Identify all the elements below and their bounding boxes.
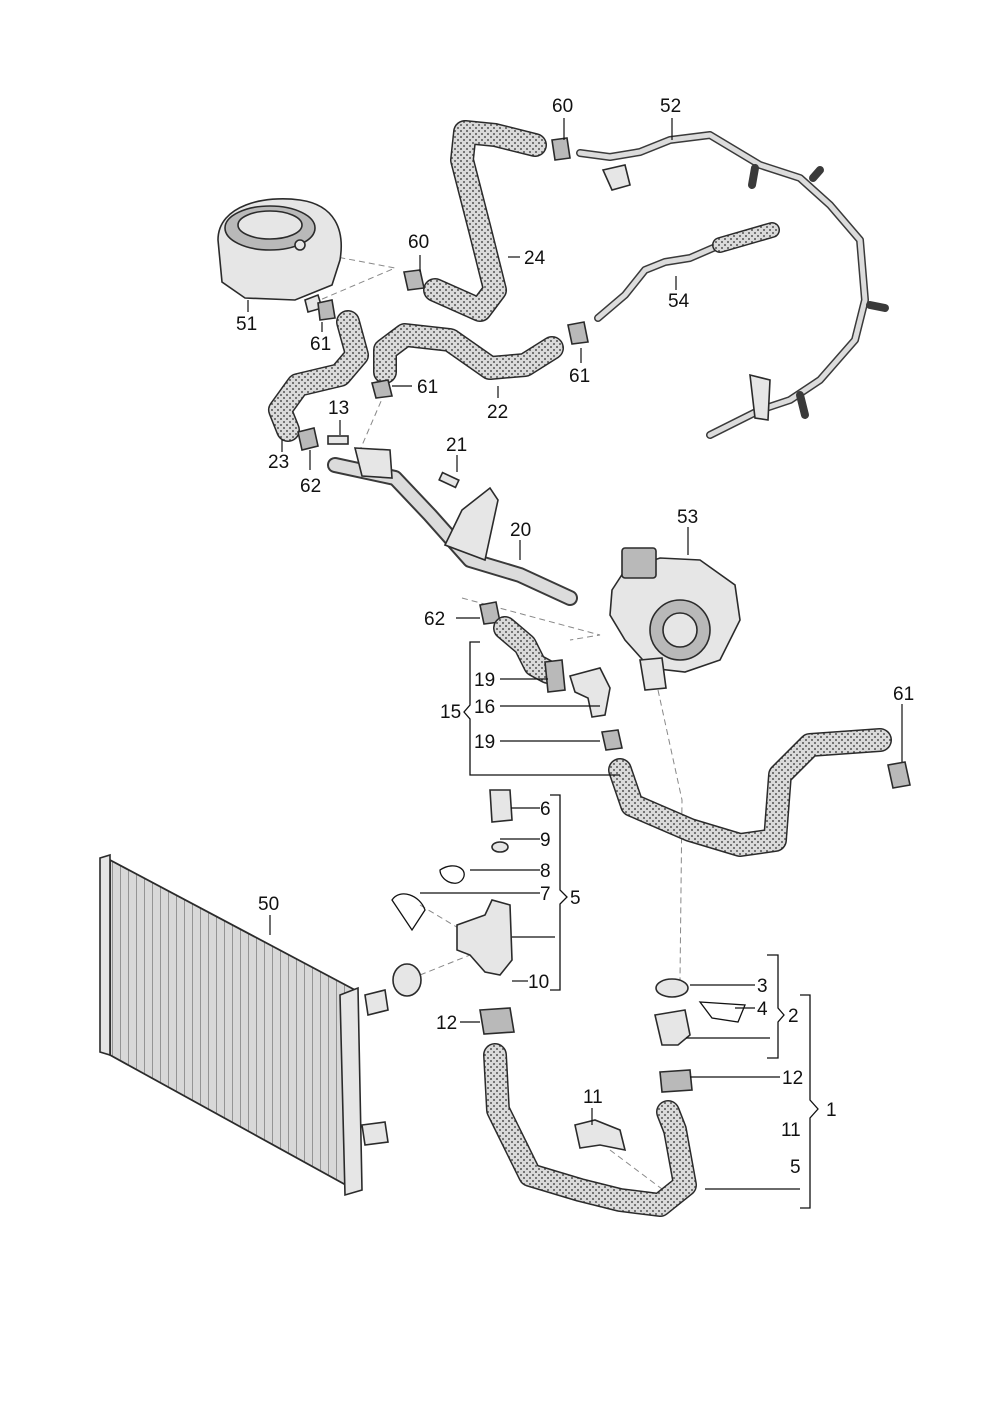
part-20-coolant-pipe [327,447,578,606]
callout-3: 3 [757,976,768,997]
callout-19: 19 [474,732,495,753]
callout-10: 10 [528,972,549,993]
part-54-coolant-pipe [594,222,780,322]
callout-7: 7 [540,884,551,905]
callout-1: 1 [826,1100,837,1121]
callout-62: 62 [424,609,445,630]
callout-16: 16 [474,697,495,718]
callout-11: 11 [583,1087,603,1108]
callout-5: 5 [790,1157,801,1178]
right-connector-parts [654,978,746,1093]
callout-21: 21 [446,435,467,456]
part-15-hose-assembly [493,616,623,751]
callout-9: 9 [540,830,551,851]
callout-62: 62 [300,476,321,497]
callout-54: 54 [668,291,690,312]
part-22-coolant-hose [373,323,564,384]
callout-50: 50 [258,894,279,915]
callout-5: 5 [570,888,581,909]
part-24-coolant-hose [423,120,547,322]
callout-60: 60 [552,96,573,117]
callout-2: 2 [788,1006,799,1027]
part-51-expansion-tank [217,198,342,313]
lower-coolant-hose [483,1043,697,1217]
group-brackets [463,641,819,1209]
hose-clamps [297,137,911,789]
callout-23: 23 [268,452,289,473]
part-23-coolant-hose [268,310,369,442]
leader-lines [247,118,903,1190]
part-50-radiator [99,853,389,1197]
sensor-flange-parts [391,789,515,1035]
callout-24: 24 [524,248,546,269]
callout-12: 12 [782,1068,803,1089]
callout-8: 8 [540,861,551,882]
callout-19: 19 [474,670,495,691]
coolant-hose-right [608,728,892,857]
callout-11: 11 [781,1120,801,1141]
callout-52: 52 [660,96,681,117]
callout-61: 61 [310,334,331,355]
callout-13: 13 [328,398,349,419]
bolts [327,435,460,489]
callout-61: 61 [417,377,438,398]
callout-labels: 60 52 60 24 51 61 54 61 61 13 22 23 62 2… [236,96,914,1178]
callout-60: 60 [408,232,429,253]
callout-61: 61 [569,366,590,387]
part-52-coolant-pipe [576,131,889,439]
callout-12: 12 [436,1013,457,1034]
callout-15: 15 [440,702,461,723]
callout-20: 20 [510,520,531,541]
callout-53: 53 [677,507,698,528]
part-53-thermostat-housing [609,547,741,691]
callout-51: 51 [236,314,257,335]
callout-6: 6 [540,799,551,820]
callout-61: 61 [893,684,914,705]
callout-4: 4 [757,999,768,1020]
callout-22: 22 [487,402,508,423]
